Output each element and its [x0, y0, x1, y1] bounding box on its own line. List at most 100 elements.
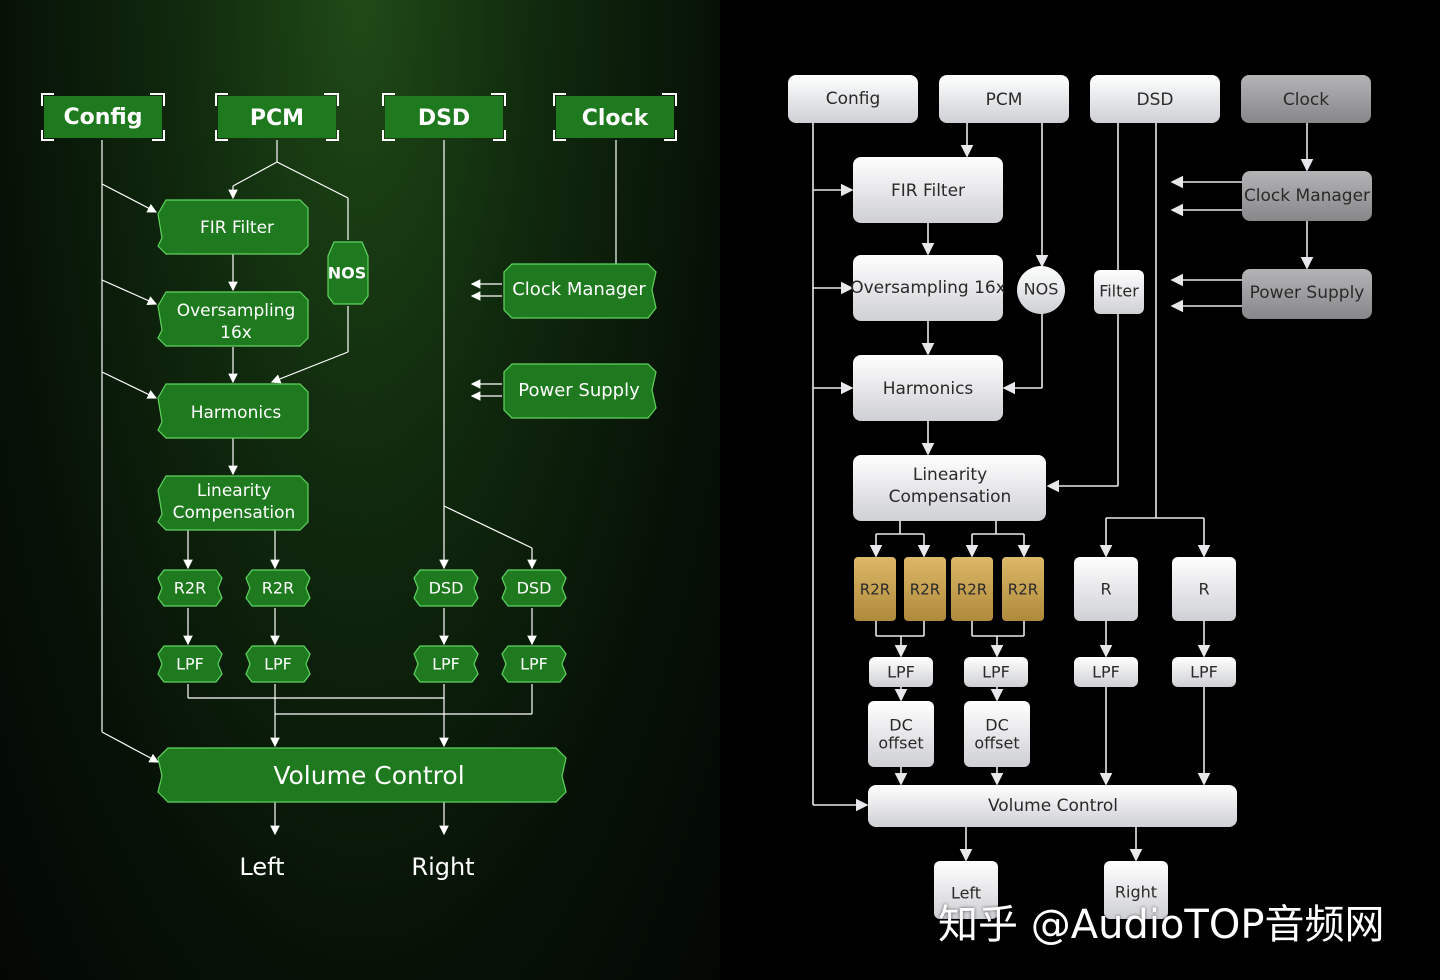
- right-clock-label: Clock: [1283, 90, 1329, 110]
- left-volume-label: Volume Control: [273, 761, 464, 790]
- left-oversampling-box: [157, 291, 309, 347]
- right-r2r-label-2: R2R: [910, 581, 940, 599]
- left-lpf-label-3: LPF: [432, 655, 460, 674]
- left-pcm-input: PCM: [215, 93, 339, 141]
- left-r2r-label-2: R2R: [262, 579, 294, 598]
- right-lpf-box-2: [964, 657, 1028, 687]
- left-lpf-box-1: [157, 645, 223, 683]
- right-right-output-box: [1104, 861, 1168, 919]
- left-dsd-input: DSD: [382, 93, 506, 141]
- right-clock-manager-label: Clock Manager: [1244, 186, 1370, 206]
- right-dc-offset-box-1: [868, 701, 934, 767]
- right-lpf-box-1: [869, 657, 933, 687]
- right-r-label-2: R: [1198, 580, 1209, 599]
- right-output-left: Left: [951, 884, 981, 903]
- left-lpf-label-2: LPF: [264, 655, 292, 674]
- right-lpf-label-3: LPF: [1092, 663, 1120, 682]
- right-linearity-box: [853, 455, 1046, 521]
- left-fir-label: FIR Filter: [200, 218, 274, 238]
- left-clock-manager-box: [503, 263, 657, 319]
- right-dc-offset-box-2: [964, 701, 1030, 767]
- left-config-label: Config: [64, 105, 143, 130]
- right-power-supply-label: Power Supply: [1250, 283, 1365, 303]
- right-nos-box: [1017, 266, 1065, 314]
- left-connectors: [101, 140, 617, 836]
- right-dc-label-2a: DC: [985, 716, 1009, 735]
- left-nos-label: NOS: [328, 264, 367, 283]
- left-pcm-label: PCM: [250, 106, 304, 131]
- right-lpf-box-3: [1074, 657, 1138, 687]
- right-oversampling-label: Oversampling 16x: [850, 278, 1006, 298]
- right-volume-label: Volume Control: [988, 796, 1118, 816]
- right-pcm-label: PCM: [986, 90, 1023, 110]
- left-lpf-box-4: [501, 645, 567, 683]
- right-fir-label: FIR Filter: [891, 181, 965, 201]
- left-lpf-box-3: [413, 645, 479, 683]
- right-lpf-label-4: LPF: [1190, 663, 1218, 682]
- right-r2r-box-4: [1002, 557, 1044, 621]
- right-filter-box: [1094, 270, 1144, 314]
- left-fir-box: [157, 199, 309, 255]
- left-volume-box: [157, 747, 567, 803]
- right-dsd-input: [1090, 75, 1220, 123]
- left-output-left: Left: [239, 853, 284, 881]
- right-dc-label-2b: offset: [974, 734, 1019, 753]
- right-linearity-label-1: Linearity: [913, 465, 987, 485]
- right-linearity-label-2: Compensation: [889, 487, 1012, 507]
- right-r-box-2: [1172, 557, 1236, 621]
- right-harmonics-box: [853, 355, 1003, 421]
- right-config-input: [788, 75, 918, 123]
- left-linearity-box: [157, 475, 309, 531]
- right-filter-label: Filter: [1099, 282, 1139, 301]
- left-clock-label: Clock: [582, 106, 650, 131]
- left-dsd-block-label-1: DSD: [429, 579, 464, 598]
- right-dc-label-1b: offset: [878, 734, 923, 753]
- right-r2r-box-2: [904, 557, 946, 621]
- right-power-supply-box: [1242, 269, 1372, 319]
- left-lpf-label-1: LPF: [176, 655, 204, 674]
- left-r2r-box-2: [245, 569, 311, 607]
- left-r2r-label-1: R2R: [174, 579, 206, 598]
- right-r2r-box-1: [854, 557, 896, 621]
- right-r-box-1: [1074, 557, 1138, 621]
- left-dsd-label: DSD: [418, 106, 470, 131]
- left-dsd-block-label-2: DSD: [517, 579, 552, 598]
- right-clock-input: [1241, 75, 1371, 123]
- left-linearity-label-1: Linearity: [197, 481, 271, 501]
- left-r2r-box-1: [157, 569, 223, 607]
- right-volume-box: [868, 785, 1237, 827]
- left-diagram: Config PCM DSD Clock: [41, 93, 677, 881]
- left-oversampling-label-2: 16x: [220, 323, 252, 343]
- right-r2r-label-4: R2R: [1008, 581, 1038, 599]
- right-r2r-label-1: R2R: [860, 581, 890, 599]
- left-harmonics-box: [157, 383, 309, 439]
- right-left-output-box: [934, 861, 998, 919]
- watermark-text: 知乎 @AudioTOP音频网: [938, 902, 1385, 948]
- right-lpf-label-2: LPF: [982, 663, 1010, 682]
- left-harmonics-label: Harmonics: [191, 403, 282, 423]
- left-nos-box: [327, 241, 369, 305]
- right-fir-box: [853, 157, 1003, 223]
- left-power-supply-label: Power Supply: [518, 380, 640, 401]
- right-r2r-label-3: R2R: [957, 581, 987, 599]
- right-nos-label: NOS: [1024, 280, 1059, 299]
- right-harmonics-label: Harmonics: [883, 379, 974, 399]
- right-dsd-label: DSD: [1137, 90, 1174, 110]
- left-power-supply-box: [503, 363, 657, 419]
- left-config-input: Config: [41, 93, 165, 141]
- right-diagram-panel: Config PCM DSD Clock FIR Filter Oversamp…: [720, 0, 1440, 980]
- right-dc-label-1a: DC: [889, 716, 913, 735]
- right-config-label: Config: [826, 89, 881, 109]
- left-clock-input: Clock: [553, 93, 677, 141]
- right-lpf-box-4: [1172, 657, 1236, 687]
- right-connectors: [812, 122, 1314, 862]
- left-lpf-label-4: LPF: [520, 655, 548, 674]
- right-pcm-input: [939, 75, 1069, 123]
- left-linearity-label-2: Compensation: [173, 503, 296, 523]
- left-lpf-box-2: [245, 645, 311, 683]
- right-oversampling-box: [853, 255, 1003, 321]
- right-lpf-label-1: LPF: [887, 663, 915, 682]
- right-diagram: Config PCM DSD Clock FIR Filter Oversamp…: [788, 75, 1372, 919]
- left-oversampling-label-1: Oversampling: [177, 301, 296, 321]
